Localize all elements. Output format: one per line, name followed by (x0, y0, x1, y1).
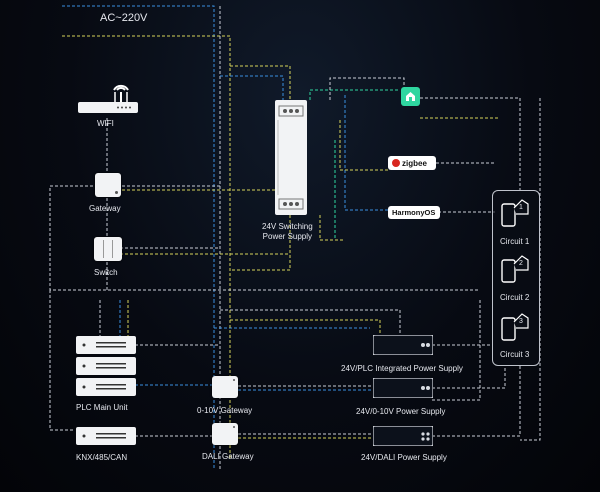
circuit3-number: 3 (519, 318, 523, 325)
ps-dali-circuit-wire (432, 365, 521, 437)
circuit1-number: 1 (519, 204, 523, 211)
circuit3-label: Circuit 3 (500, 350, 530, 359)
zigbee-icon (392, 159, 400, 167)
psu-yellow-out (319, 215, 345, 241)
ac-neutral-wire (62, 35, 231, 300)
circuit2-label: Circuit 2 (500, 293, 530, 302)
mi-feed-wire (329, 77, 405, 100)
zigbee-label: zigbee (402, 158, 427, 168)
wifi-label: WIFI (97, 119, 114, 128)
gw-dali-device (212, 423, 238, 445)
gw-dali-label: DALI Gateway (202, 452, 254, 461)
psu-feed-wire-2 (220, 75, 284, 100)
circuit2-phone: 2 (500, 254, 530, 284)
gateway-icon (115, 191, 118, 194)
yellow-to-zigbee (339, 120, 388, 171)
knx-device (76, 427, 136, 445)
gateway-label: Gateway (89, 204, 121, 213)
switch-device (94, 237, 122, 261)
ps-010-label: 24V/0-10V Power Supply (356, 407, 446, 416)
psu-24v-label-line1: 24V Switching (262, 222, 313, 231)
switch-label: Switch (94, 268, 118, 277)
mi-home-icon (406, 92, 415, 101)
blue-to-harmony (344, 95, 388, 211)
ps-plc-label: 24V/PLC Integrated Power Supply (341, 364, 463, 373)
mi-circuit-wire (420, 97, 521, 190)
harmony-tag: HarmonyOS (388, 206, 440, 219)
wifi-router (78, 70, 138, 116)
ac-live-wire (62, 5, 215, 300)
gateway-device (95, 173, 121, 197)
ps-dali-device (372, 425, 434, 447)
ps-plc-feed-white (220, 309, 401, 335)
circuit-panel (492, 190, 540, 366)
plc-main-label: PLC Main Unit (76, 403, 128, 412)
phone-icon (501, 313, 529, 341)
gw-010-label: 0-10V Gateway (197, 406, 253, 415)
ps-dali-label: 24V/DALI Power Supply (361, 453, 447, 462)
ps-010-device (372, 377, 434, 399)
psu-feed-wire (230, 65, 291, 100)
knx-label: KNX/485/CAN (76, 453, 128, 462)
mi-home-device (401, 87, 420, 106)
router-icon (78, 84, 138, 113)
ps-plc-device (372, 334, 434, 356)
ac-label: AC~220V (100, 12, 148, 24)
circuit1-phone: 1 (500, 198, 530, 228)
ps-010-loop (432, 300, 481, 401)
psu-out-wire (230, 215, 291, 271)
circuit2-number: 2 (519, 260, 523, 267)
psu-24v-label-line2: Power Supply (262, 232, 313, 241)
right-loop-wire (520, 98, 541, 441)
psu-24v-device (275, 100, 307, 215)
switch-icon (94, 240, 104, 258)
psu-24v-label: 24V Switching Power Supply (262, 222, 313, 242)
gateway-loop-wire (49, 185, 280, 291)
circuit1-label: Circuit 1 (500, 237, 530, 246)
phone-icon (501, 255, 529, 283)
plc-main-device (76, 336, 136, 397)
knx-wire (49, 290, 75, 431)
psu-mi-wire (309, 89, 400, 100)
gw-010-device (212, 376, 238, 398)
ps-010-circuit-wire (432, 365, 506, 389)
phone-icon (501, 199, 529, 227)
harmony-label: HarmonyOS (392, 208, 436, 217)
zigbee-tag: zigbee (388, 156, 436, 170)
ps-plc-feed-yellow (230, 319, 381, 335)
circuit3-phone: 3 (500, 312, 530, 342)
